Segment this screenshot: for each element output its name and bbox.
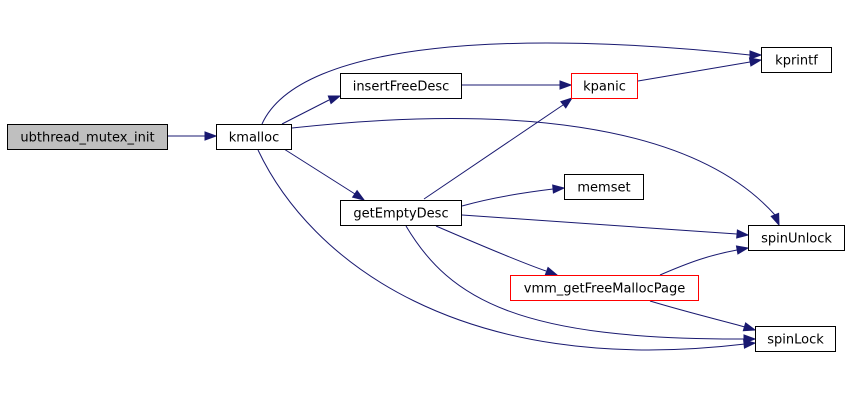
edge-line <box>261 42 751 125</box>
edge-line <box>283 148 356 195</box>
edge-insertFreeDesc-to-kpanic <box>462 80 573 90</box>
node-insertFreeDesc[interactable]: insertFreeDesc <box>340 73 462 99</box>
edge-getEmptyDesc-to-spinLock <box>405 225 757 344</box>
edge-getEmptyDesc-to-memset <box>461 184 566 207</box>
arrowhead-icon <box>544 266 559 276</box>
edge-line <box>405 225 746 340</box>
node-label: kmalloc <box>229 131 279 146</box>
node-box <box>510 275 699 301</box>
edge-kmalloc-to-insertFreeDesc <box>281 95 342 125</box>
edge-line <box>659 249 738 276</box>
node-vmm_getFreeMallocPage[interactable]: vmm_getFreeMallocPage <box>510 275 699 301</box>
edge-line <box>461 214 738 235</box>
node-kprintf[interactable]: kprintf <box>761 47 832 73</box>
node-box <box>340 200 462 226</box>
node-box <box>571 73 638 99</box>
edge-getEmptyDesc-to-kpanic <box>423 97 574 200</box>
arrowhead-icon <box>560 97 574 109</box>
node-memset[interactable]: memset <box>564 174 644 200</box>
edge-ubthread_mutex_init-to-kmalloc <box>168 131 218 141</box>
node-box <box>340 73 462 99</box>
edge-getEmptyDesc-to-spinUnlock <box>461 214 750 239</box>
node-box <box>761 47 832 73</box>
node-box <box>748 225 845 251</box>
edge-kmalloc-to-kprintf <box>261 42 763 125</box>
edge-line <box>435 225 547 272</box>
arrowhead-icon <box>749 50 763 60</box>
edge-vmm_getFreeMallocPage-to-spinUnlock <box>659 245 750 276</box>
node-label: spinLock <box>767 333 824 348</box>
arrowhead-icon <box>770 212 780 227</box>
edge-kmalloc-to-spinUnlock <box>291 118 780 227</box>
arrowhead-icon <box>735 245 750 255</box>
node-label: kpanic <box>583 80 626 95</box>
edge-kpanic-to-kprintf <box>637 57 763 82</box>
node-getEmptyDesc[interactable]: getEmptyDesc <box>340 200 462 226</box>
arrowhead-icon <box>559 80 573 90</box>
arrowhead-icon <box>351 189 366 201</box>
edge-line <box>461 188 554 207</box>
arrowhead-icon <box>736 229 750 239</box>
node-box <box>7 124 168 150</box>
node-label: getEmptyDesc <box>353 207 448 222</box>
node-spinLock[interactable]: spinLock <box>755 326 836 352</box>
node-spinUnlock[interactable]: spinUnlock <box>748 225 845 251</box>
edge-line <box>257 149 746 351</box>
node-box <box>564 174 644 200</box>
node-box <box>216 124 292 150</box>
edge-getEmptyDesc-to-vmm_getFreeMallocPage <box>435 225 559 276</box>
edges-layer <box>168 42 780 351</box>
node-label: ubthread_mutex_init <box>20 131 154 146</box>
node-ubthread_mutex_init: ubthread_mutex_init <box>7 124 168 150</box>
arrowhead-icon <box>743 334 757 344</box>
arrowhead-icon <box>742 322 757 332</box>
node-box <box>755 326 836 352</box>
arrowhead-icon <box>552 184 566 194</box>
arrowhead-icon <box>327 95 342 105</box>
nodes-layer: ubthread_mutex_init kmalloc insertFreeDesc… <box>7 47 845 352</box>
node-kpanic[interactable]: kpanic <box>571 73 638 99</box>
node-label: vmm_getFreeMallocPage <box>524 282 685 297</box>
node-label: insertFreeDesc <box>353 80 450 95</box>
edge-line <box>637 61 751 82</box>
node-label: spinUnlock <box>761 232 832 247</box>
edge-vmm_getFreeMallocPage-to-spinLock <box>649 300 757 332</box>
edge-line <box>649 300 746 328</box>
edge-line <box>291 118 776 216</box>
edge-kmalloc-to-getEmptyDesc <box>283 148 366 201</box>
node-label: kprintf <box>775 54 818 69</box>
arrowhead-icon <box>204 131 218 141</box>
edge-line <box>281 99 330 125</box>
edge-line <box>423 104 564 200</box>
node-label: memset <box>577 181 630 196</box>
node-kmalloc[interactable]: kmalloc <box>216 124 292 150</box>
arrowhead-icon <box>748 57 763 67</box>
